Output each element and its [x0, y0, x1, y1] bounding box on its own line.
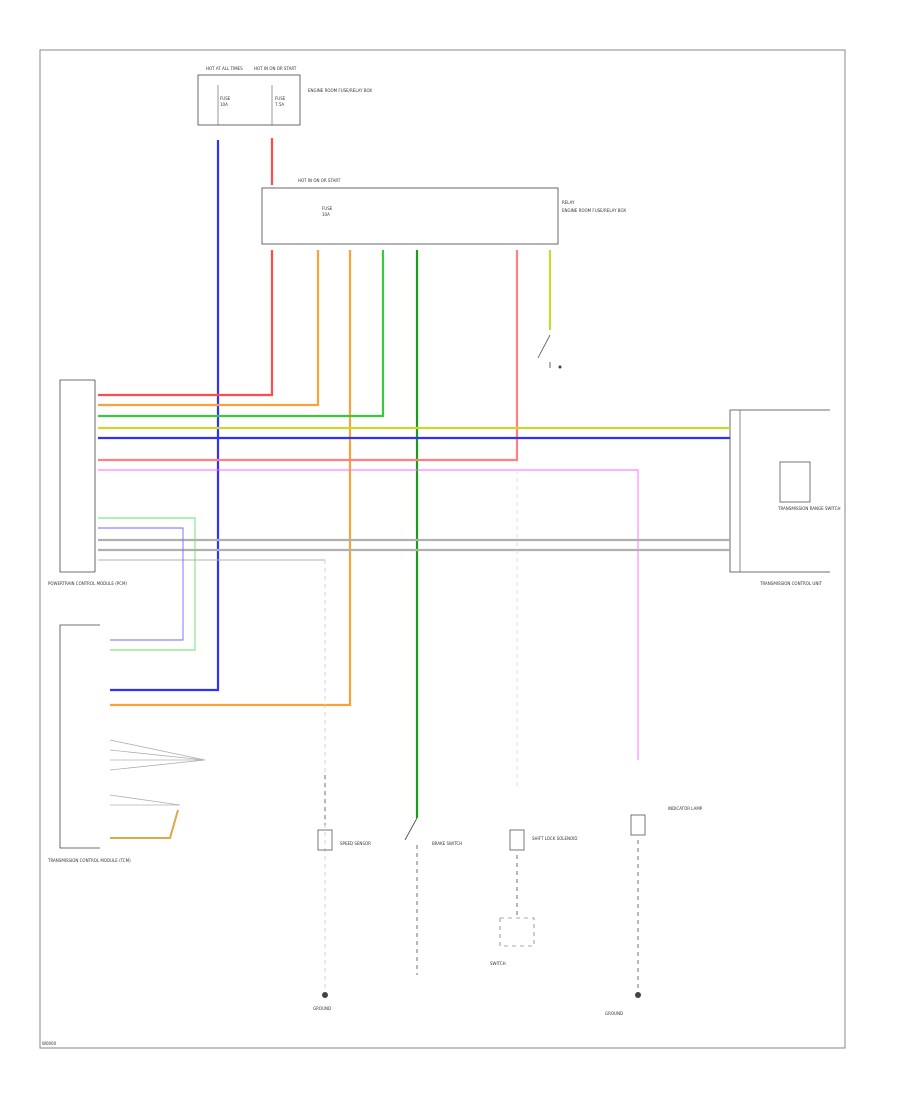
ground-point-left [322, 992, 328, 998]
fuse-rating-1: 10A [220, 102, 228, 107]
tcm-module: TRANSMISSION CONTROL MODULE (TCM) [47, 624, 131, 863]
relay-fuse-rating: 10A [322, 212, 330, 217]
brake-switch: BRAKE SWITCH [404, 817, 462, 975]
wire-orange-tcm [110, 250, 352, 707]
tcm-sensor-wires [109, 739, 206, 839]
tcm-label: TRANSMISSION CONTROL MODULE (TCM) [47, 858, 131, 863]
ground-point-right [635, 992, 641, 998]
range-switch-symbol [779, 461, 811, 503]
relay-box-name: ENGINE ROOM FUSE/RELAY BOX [562, 208, 626, 213]
fuse-block-name: ENGINE ROOM FUSE/RELAY BOX [308, 88, 372, 93]
lamp-label: INDICATOR LAMP [668, 806, 703, 811]
page-label: W0000 [42, 1041, 57, 1046]
wire-red-pcm [98, 250, 274, 397]
wire-blue-fuse [110, 140, 220, 692]
fuse-hot-label-1: HOT AT ALL TIMES [206, 66, 243, 71]
pcm-label: POWERTRAIN CONTROL MODULE (PCM) [48, 581, 127, 586]
fuse-block: HOT AT ALL TIMES HOT IN ON OR START FUSE… [197, 66, 372, 126]
solenoid-switch-label: SWITCH [490, 961, 506, 966]
indicator-lamp: INDICATOR LAMP GROUND [605, 806, 703, 1016]
transmission-unit: TRANSMISSION RANGE SWITCH TRANSMISSION C… [729, 409, 841, 586]
fuse-label-2: FUSE [275, 96, 286, 101]
brake-switch-label: BRAKE SWITCH [432, 841, 462, 846]
relay-box: HOT IN ON OR START FUSE 10A RELAY ENGINE… [261, 178, 626, 245]
wire-green-pcm [98, 250, 385, 418]
pcm-module: POWERTRAIN CONTROL MODULE (PCM) [48, 379, 127, 586]
wire-ltgreen-loop [98, 517, 196, 651]
speed-sensor-label: SPEED SENSOR [340, 841, 371, 846]
fuse-hot-label-2: HOT IN ON OR START [254, 66, 297, 71]
fuse-label-1: FUSE [220, 96, 231, 101]
wire-pink-lamp [98, 469, 639, 760]
wire-ltblue-loop [98, 527, 184, 641]
shift-lock-solenoid: SHIFT LOCK SOLENOID SWITCH [490, 829, 577, 966]
ground-label-left: GROUND [313, 1006, 331, 1011]
diagram-frame [39, 49, 846, 1049]
solenoid-label: SHIFT LOCK SOLENOID [532, 836, 577, 841]
trans-unit-label-1: TRANSMISSION RANGE SWITCH [777, 506, 841, 511]
speed-sensor-left: SPEED SENSOR GROUND [313, 775, 371, 1011]
relay-ground-switch [537, 334, 562, 369]
relay-hot-label: HOT IN ON OR START [298, 178, 341, 183]
relay-fuse-label: FUSE [322, 206, 333, 211]
trans-unit-label-2: TRANSMISSION CONTROL UNIT [759, 581, 823, 586]
fuse-rating-2: 7.5A [275, 102, 284, 107]
wire-orange-pcm [98, 250, 320, 407]
relay-label: RELAY [562, 200, 575, 205]
ground-label-right: GROUND [605, 1011, 623, 1016]
wire-ltred-pcm [98, 250, 519, 462]
